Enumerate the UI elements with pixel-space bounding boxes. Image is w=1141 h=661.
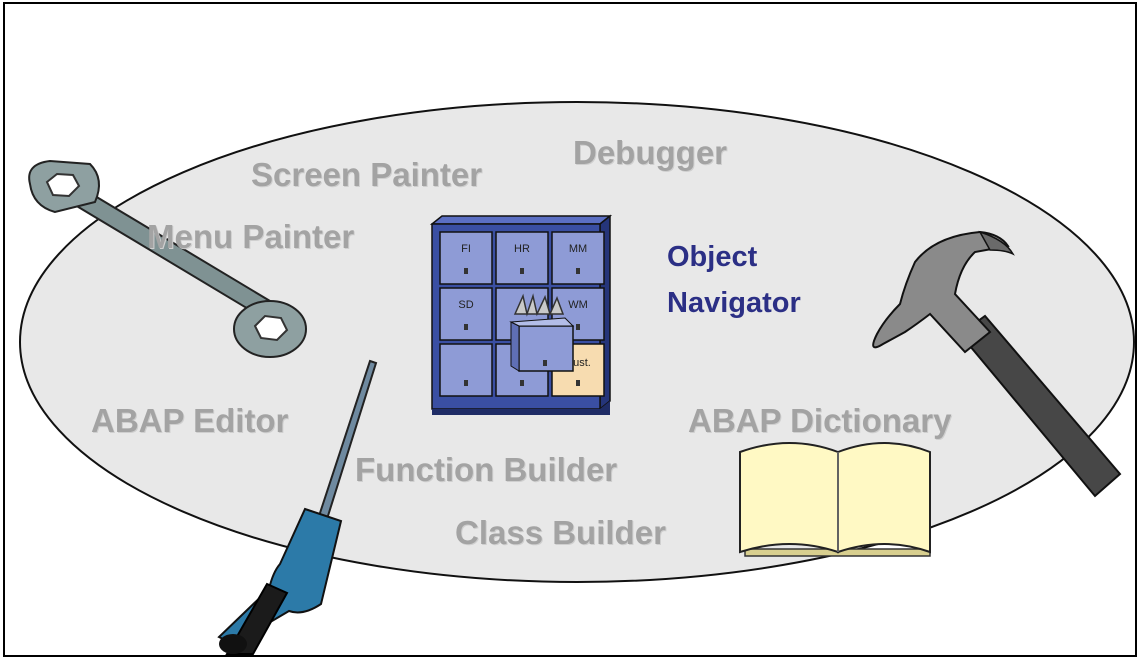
object-navigator-line2: Navigator xyxy=(667,287,801,319)
cabinet-cell-label: HR xyxy=(514,243,530,255)
cabinet-cell-face xyxy=(495,231,549,285)
hammer-icon xyxy=(872,230,1122,498)
cabinet-cell-face xyxy=(439,343,493,397)
object-navigator-line1: Object xyxy=(667,241,758,273)
cabinet-cell-label: FI xyxy=(461,243,471,255)
label-function-builder: Function Builder xyxy=(355,451,618,488)
cabinet-cell-face xyxy=(551,231,605,285)
cabinet-cell: MM xyxy=(551,231,605,285)
cabinet-cell-handle xyxy=(576,268,580,274)
wrench-icon xyxy=(28,159,307,358)
cabinet-cell: FI xyxy=(439,231,493,285)
label-screen-painter: Screen Painter xyxy=(251,156,483,193)
label-object-navigator: Object Navigator xyxy=(667,234,801,326)
cabinet-cell-label: WM xyxy=(568,299,588,311)
cabinet-cell-face xyxy=(439,231,493,285)
cabinet-cell-handle xyxy=(576,324,580,330)
book-icon xyxy=(739,442,931,557)
cabinet-cell-handle xyxy=(520,380,524,386)
label-abap-editor: ABAP Editor xyxy=(91,402,289,439)
label-class-builder: Class Builder xyxy=(455,514,666,551)
cabinet-cell-face xyxy=(439,287,493,341)
cabinet-cell-handle xyxy=(464,268,468,274)
cabinet-cell-handle xyxy=(520,268,524,274)
label-debugger: Debugger xyxy=(573,134,728,171)
documents-icon xyxy=(509,293,575,372)
cabinet-cell: SD xyxy=(439,287,493,341)
cabinet-cell: HR xyxy=(495,231,549,285)
cabinet-cell-handle xyxy=(464,324,468,330)
screwdriver-icon xyxy=(217,359,378,655)
cabinet-cell-handle xyxy=(576,380,580,386)
label-menu-painter: Menu Painter xyxy=(147,218,355,255)
cabinet-cell xyxy=(439,343,493,397)
cabinet-cell-label: MM xyxy=(569,243,587,255)
cabinet-cell-handle xyxy=(464,380,468,386)
label-abap-dictionary: ABAP Dictionary xyxy=(688,402,952,439)
cabinet-cell-label: SD xyxy=(458,299,473,311)
